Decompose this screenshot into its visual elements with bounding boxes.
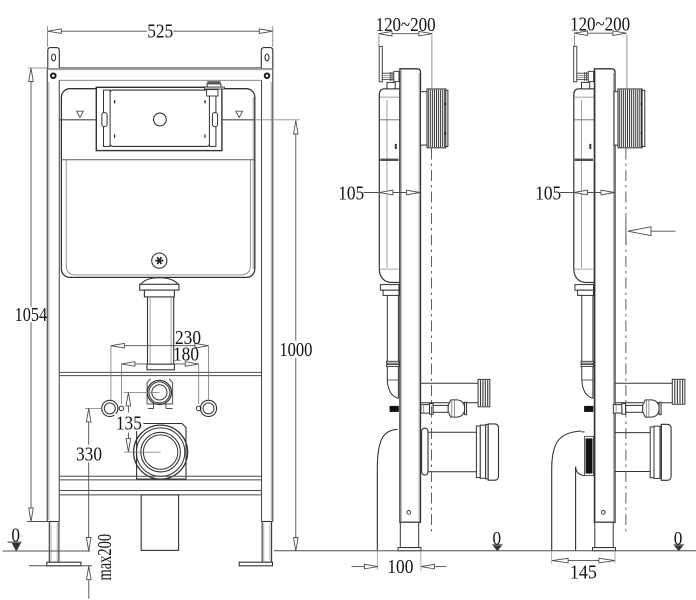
svg-text:105: 105 (338, 183, 364, 205)
svg-text:145: 145 (570, 562, 597, 584)
svg-text:120~200: 120~200 (570, 14, 630, 36)
svg-text:525: 525 (147, 20, 173, 42)
svg-text:100: 100 (387, 556, 413, 578)
svg-text:1054: 1054 (15, 304, 48, 326)
svg-text:105: 105 (535, 183, 561, 205)
svg-text:230: 230 (175, 327, 201, 349)
svg-text:1000: 1000 (279, 339, 312, 361)
svg-text:0: 0 (493, 528, 502, 549)
svg-text:0: 0 (674, 528, 683, 549)
svg-text:max200: max200 (94, 534, 116, 581)
svg-text:120~200: 120~200 (376, 14, 436, 36)
svg-text:0: 0 (11, 524, 20, 546)
svg-text:180: 180 (173, 343, 199, 365)
svg-text:330: 330 (76, 443, 102, 465)
svg-text:135: 135 (116, 412, 142, 434)
